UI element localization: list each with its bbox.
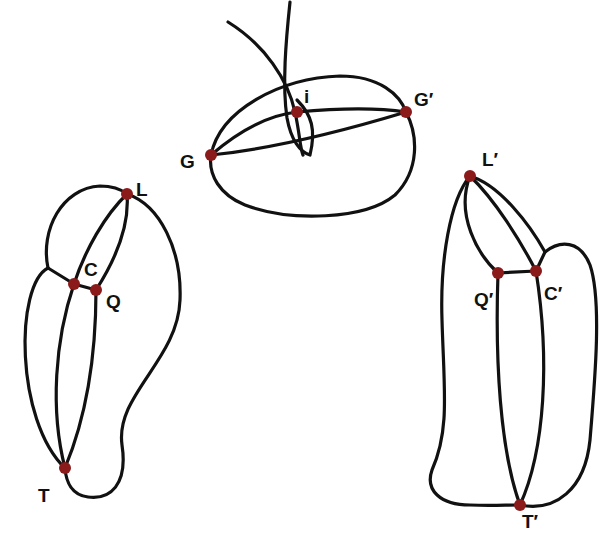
- left-line: [65, 290, 96, 468]
- point-dot: [90, 284, 102, 296]
- point-dot: [514, 499, 526, 511]
- point-label: Q: [106, 292, 121, 311]
- right-line: [470, 176, 536, 271]
- point-dot: [205, 149, 217, 161]
- point-dot: [68, 278, 80, 290]
- point-label: L′: [482, 150, 498, 169]
- point-label: C: [84, 260, 98, 279]
- point-dot: [400, 106, 412, 118]
- point-label: L: [136, 180, 148, 199]
- right-outline: [470, 176, 545, 271]
- left-line: [96, 194, 127, 290]
- point-dot: [59, 462, 71, 474]
- left-line: [56, 284, 74, 468]
- point-dot: [530, 265, 542, 277]
- point-label: Q′: [474, 290, 493, 309]
- point-dot: [464, 170, 476, 182]
- right-outline: [430, 176, 520, 505]
- right-line: [497, 273, 520, 505]
- point-label: G: [180, 152, 195, 171]
- point-label: C′: [544, 284, 562, 303]
- right-outline: [520, 244, 597, 506]
- point-label: G′: [414, 90, 433, 109]
- top-strand: [285, 2, 313, 155]
- left-outline: [65, 194, 180, 497]
- point-dot: [492, 267, 504, 279]
- point-label: i: [304, 87, 309, 106]
- point-label: T: [38, 486, 50, 505]
- left-line: [74, 194, 127, 284]
- point-dot: [291, 106, 303, 118]
- point-dot: [121, 188, 133, 200]
- point-label: T′: [522, 512, 538, 531]
- right-line: [520, 271, 544, 505]
